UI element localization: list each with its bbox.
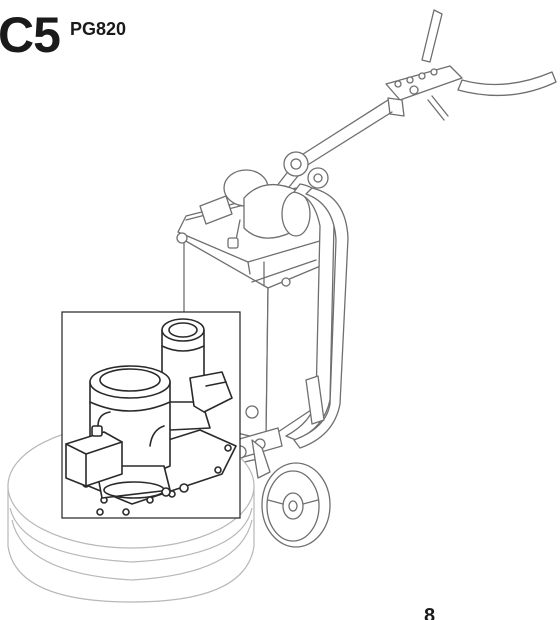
motor-detail: [62, 312, 240, 518]
handle-arms: [231, 99, 393, 249]
front-frame: [285, 183, 349, 449]
figure-code: C5: [0, 7, 61, 63]
page-number: 8: [424, 605, 436, 620]
handle-bar: [385, 9, 557, 121]
detail-frame: [61, 311, 241, 519]
model-code: PG820: [70, 19, 127, 39]
